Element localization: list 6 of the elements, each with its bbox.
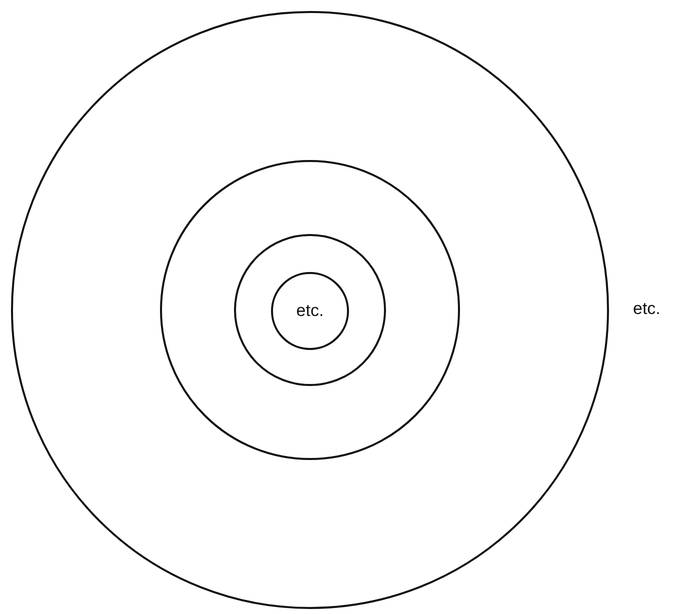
circle bbox=[11, 11, 609, 609]
circle bbox=[160, 160, 460, 460]
circle bbox=[234, 234, 386, 386]
continuation-note: etc. bbox=[633, 299, 660, 319]
circle bbox=[271, 272, 349, 350]
circle-label: etc. bbox=[296, 301, 324, 321]
